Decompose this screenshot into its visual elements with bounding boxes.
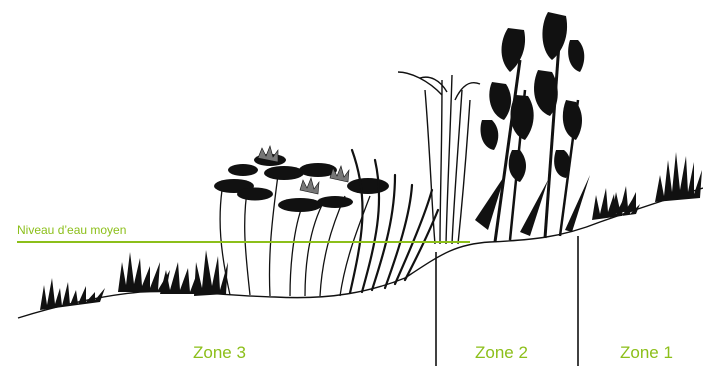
ground-profile <box>18 188 703 318</box>
iris-cluster <box>475 12 590 242</box>
grass-clump-right <box>592 152 702 220</box>
zone-1-label: Zone 1 <box>620 343 673 363</box>
water-level-label: Niveau d’eau moyen <box>17 223 126 237</box>
zone-2-label: Zone 2 <box>475 343 528 363</box>
rush-cluster <box>398 72 480 244</box>
reed-blades <box>350 150 438 293</box>
zone-3-label: Zone 3 <box>193 343 246 363</box>
grass-clump-left <box>40 250 228 310</box>
